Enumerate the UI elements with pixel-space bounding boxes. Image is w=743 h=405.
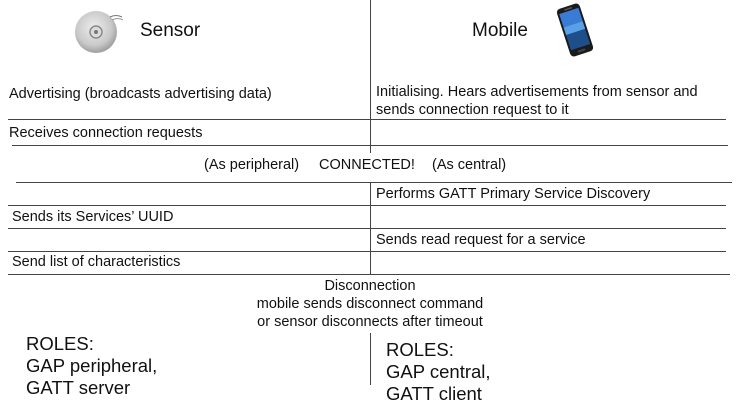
sensor-receives-requests-text: Receives connection requests: [9, 125, 203, 141]
separator-3: [16, 182, 732, 183]
separator-4: [8, 205, 726, 206]
sensor-sends-uuid-text: Sends its Services’ UUID: [12, 209, 174, 225]
center-divider-middle: [370, 183, 371, 275]
connected-peripheral-text: (As peripheral): [204, 157, 300, 173]
sensor-roles-line1: GAP peripheral,: [26, 355, 158, 376]
separator-2: [12, 145, 728, 146]
sensor-roles-line2: GATT server: [26, 377, 131, 398]
center-divider-top: [370, 0, 371, 153]
sensor-advertising-text: Advertising (broadcasts advertising data…: [9, 86, 272, 102]
mobile-roles-block: ROLES: GAP central, GATT client: [386, 339, 586, 405]
separator-7: [8, 274, 730, 275]
connected-label: CONNECTED!: [319, 157, 415, 173]
mobile-initialising-line2: sends connection request to it: [376, 102, 569, 118]
mobile-title: Mobile: [472, 20, 528, 41]
sensor-title: Sensor: [140, 20, 201, 41]
connected-central-text: (As central): [432, 157, 507, 173]
disconnection-line2: or sensor disconnects after timeout: [257, 314, 483, 330]
mobile-gatt-discovery-text: Performs GATT Primary Service Discovery: [376, 186, 651, 202]
mobile-roles-title: ROLES:: [386, 339, 454, 360]
smartphone-icon: [551, 2, 599, 58]
mobile-roles-line1: GAP central,: [386, 361, 491, 382]
sensor-roles-title: ROLES:: [26, 333, 94, 354]
sensor-roles-block: ROLES: GAP peripheral, GATT server: [26, 333, 226, 399]
separator-1: [8, 119, 726, 120]
mobile-initialising-line1: Initialising. Hears advertisements from …: [376, 84, 698, 100]
mobile-read-request-text: Sends read request for a service: [376, 232, 586, 248]
separator-5: [8, 228, 726, 229]
sensor-puck-icon: [72, 8, 126, 54]
disconnection-line1: mobile sends disconnect command: [256, 296, 484, 312]
disconnection-title: Disconnection: [324, 278, 416, 294]
sensor-send-characteristics-text: Send list of characteristics: [12, 254, 181, 270]
separator-6: [8, 251, 726, 252]
mobile-roles-line2: GATT client: [386, 383, 482, 404]
center-divider-bottom: [370, 333, 371, 385]
